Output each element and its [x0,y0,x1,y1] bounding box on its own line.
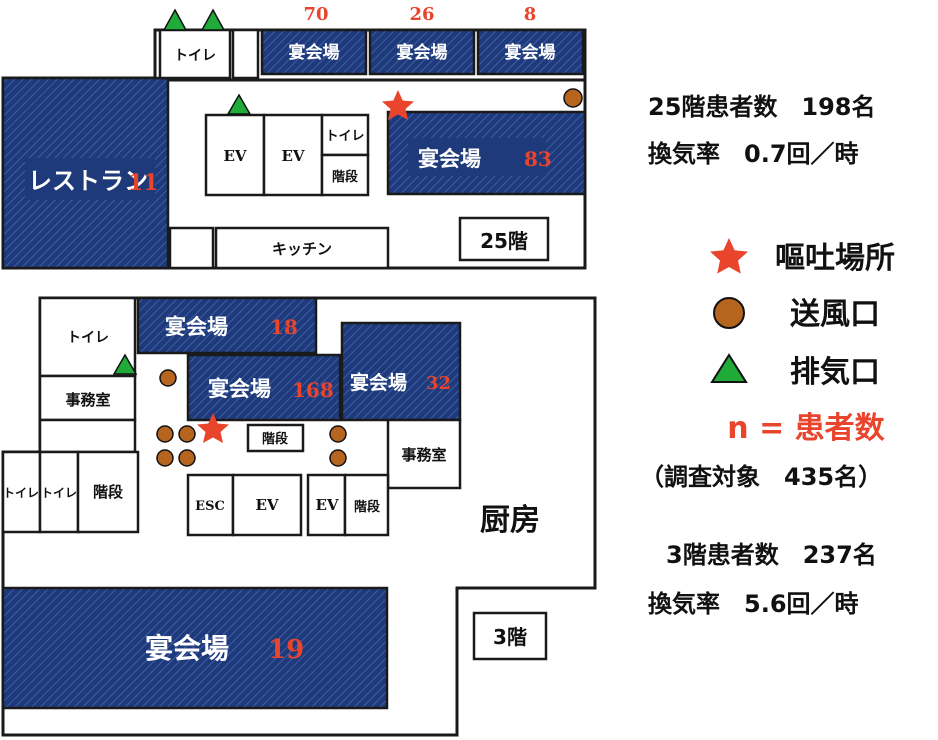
banquet-25-26-label: 宴会場 [397,42,448,63]
banquet-25-83-count: 83 [524,147,552,171]
exhaust-vent-icon [200,8,226,31]
banquet-3-18-label: 宴会場 [165,315,228,339]
banquet-25-26 [368,28,476,76]
office-3-left [38,374,137,422]
banquet-25-83-label-bg [408,138,546,176]
toilet-3-a [1,450,42,534]
banquet-3-19-count: 19 [268,635,304,665]
restaurant-count: 11 [128,170,159,196]
escalator-3-label: ESC [195,499,225,514]
floor-3-badge [472,611,548,661]
stairs-3-right-label: 階段 [354,499,380,515]
supply-vent-icon [159,369,177,387]
supply-vent-icon [178,449,196,467]
banquet-3-18 [136,296,318,355]
ev-25-a-label: EV [223,147,246,165]
office-3-right [386,418,462,490]
floor-3-ventilation: 換気率 5.6回／時 [648,590,859,618]
supply-vent-icon [329,425,347,443]
floor-25-patients: 25階患者数 198名 [648,93,876,121]
ev-3-small-label: EV [315,496,338,514]
banquet-25-8 [476,28,585,76]
vomit-location-icon [382,90,414,120]
toilet-25-small [320,113,370,157]
vomit-location-icon [197,413,229,443]
stairs-3-left [76,450,140,534]
ev-25-a [204,113,266,197]
banquet-25-70 [260,28,368,76]
supply-vent-icon [156,425,174,443]
banquet-3-32-count: 32 [426,373,451,394]
floor-25-badge [458,216,550,262]
room-3-left [38,418,137,454]
banquet-3-32-label: 宴会場 [350,371,407,394]
restaurant-label: レストラン [28,167,148,195]
closet-25-top [231,28,260,80]
toilet-25-top-label: トイレ [174,48,216,64]
floor-25-plan: レストラン 11 トイレ 宴会場 70 宴会場 26 宴会場 8 EV EV ト… [1,4,587,270]
floor-25-ventilation: 換気率 0.7回／時 [648,140,859,168]
toilet-25-top [158,28,232,80]
banquet-25-8-label: 宴会場 [505,42,556,63]
supply-vent-icon [329,449,347,467]
banquet-25-70-count: 70 [303,4,328,25]
exhaust-vent-icon [162,8,188,31]
office-3-left-label: 事務室 [65,391,110,409]
stairs-3-left-label: 階段 [93,483,123,501]
kitchen-3-label: 厨房 [480,503,540,538]
toilet-3-top-label: トイレ [67,330,109,346]
banquet-25-26-count: 26 [409,4,434,25]
toilet-3-b-label: トイレ [41,486,77,500]
ev-3-label: EV [255,496,278,514]
supply-vent-icon [563,88,583,108]
toilet-3-top [38,296,137,378]
stairs-25-label: 階段 [332,169,358,185]
banquet-3-168 [186,353,342,422]
vomit-location-icon [710,238,748,274]
floor-3-patients: 3階患者数 237名 [666,541,877,569]
legend-n-note: n = 患者数 [727,411,885,446]
exhaust-vent-icon [112,353,138,375]
legend-supply-label: 送風口 [790,297,880,332]
kitchen-25 [214,226,390,270]
legend-panel: 25階患者数 198名 換気率 0.7回／時 嘔吐場所 送風口 排気口 n = … [640,93,895,618]
office-3-right-label: 事務室 [401,446,446,464]
floor-25-badge-label: 25階 [480,229,528,253]
banquet-3-32 [340,321,462,422]
banquet-3-168-label: 宴会場 [208,377,271,401]
banquet-3-19 [1,586,389,710]
stairs-25 [320,153,370,197]
kitchen-25-label: キッチン [272,240,332,258]
legend-survey-note: （調査対象 435名） [640,463,882,491]
legend-exhaust-label: 排気口 [790,355,880,390]
stairs-3-center [246,423,305,453]
supply-vent-icon [178,425,196,443]
restaurant-label-bg [25,158,155,200]
banquet-3-168-count: 168 [292,378,334,402]
banquet-25-70-label: 宴会場 [289,42,340,63]
ev-25-b-label: EV [281,147,304,165]
banquet-3-18-count: 18 [270,315,298,339]
ev-3 [231,473,303,537]
exhaust-vent-icon [226,93,252,115]
legend-vomit-label: 嘔吐場所 [775,241,895,276]
supply-vent-icon [713,297,745,329]
banquet-25-8-count: 8 [524,4,537,25]
exhaust-vent-icon [710,353,748,383]
floor-3-plan: トイレ 事務室 宴会場 18 宴会場 168 宴会場 32 階段 事務室 トイレ… [1,296,597,737]
storage-25 [168,226,215,270]
stairs-3-right [343,473,390,537]
escalator-3 [186,473,235,537]
ev-25-b [262,113,324,197]
toilet-3-a-label: トイレ [3,486,39,500]
banquet-25-83-label: 宴会場 [418,147,481,171]
supply-vent-icon [156,449,174,467]
ev-3-small [306,473,347,537]
stairs-3-center-label: 階段 [262,431,288,447]
floor-3-badge-label: 3階 [493,625,527,649]
banquet-3-19-label: 宴会場 [145,632,229,665]
toilet-25-small-label: トイレ [325,129,364,144]
